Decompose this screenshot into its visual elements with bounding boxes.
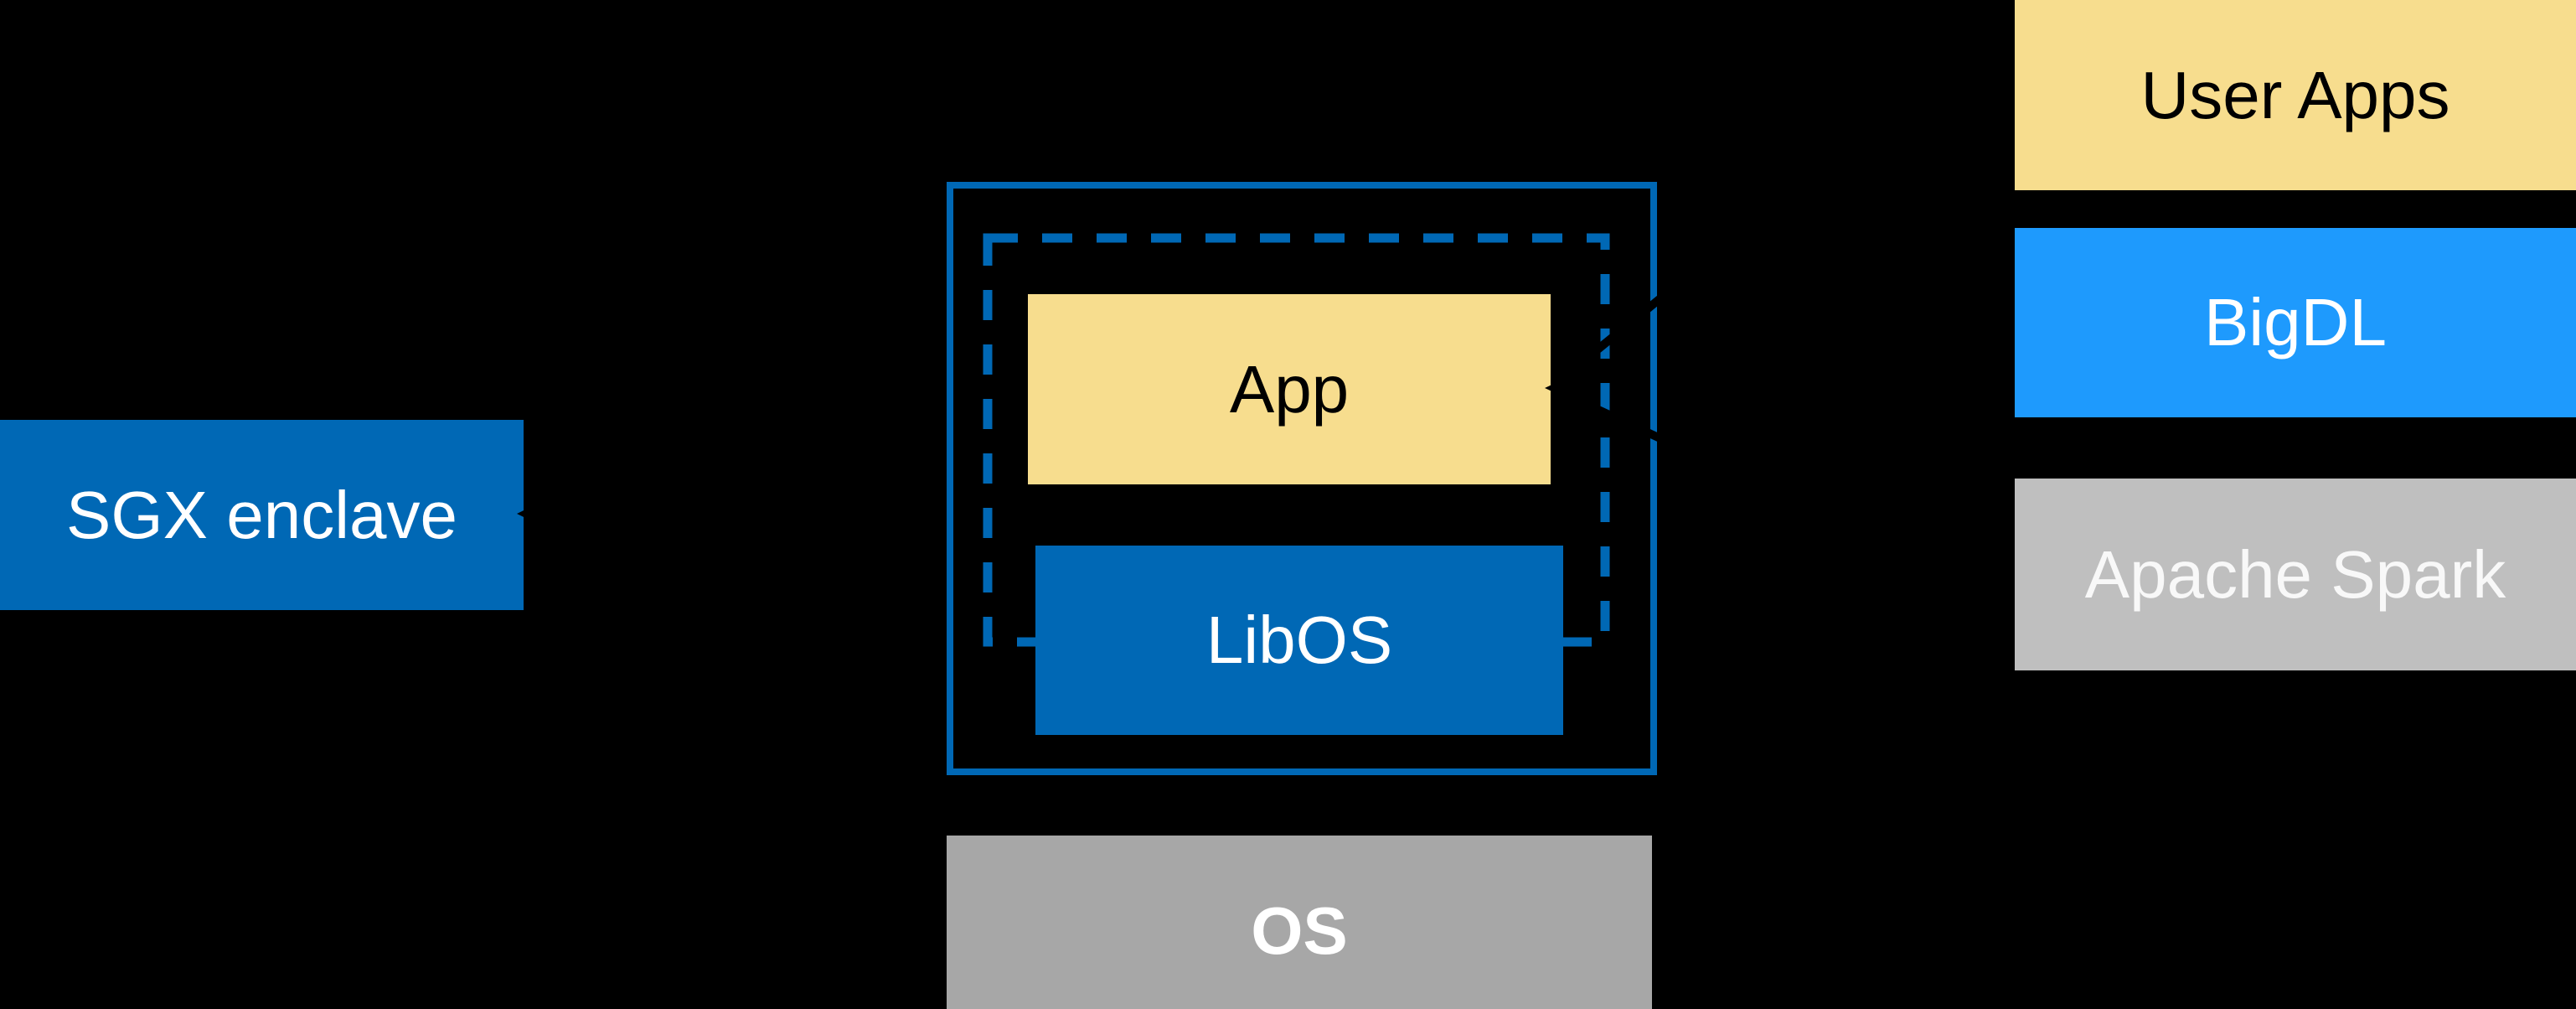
apache-spark-label: Apache Spark: [2084, 536, 2506, 612]
os-label: OS: [1251, 893, 1348, 968]
user-apps-box: User Apps: [2015, 0, 2576, 190]
sgx-enclave-box: SGX enclave: [0, 420, 524, 610]
app-box: App: [1028, 294, 1551, 484]
os-box: OS: [947, 836, 1652, 1009]
apache-spark-box: Apache Spark: [2015, 479, 2576, 670]
enclave-detail-box: [947, 182, 1657, 775]
sgx-enclave-label: SGX enclave: [66, 477, 457, 552]
libos-box: LibOS: [1035, 546, 1563, 735]
bigdl-label: BigDL: [2204, 285, 2387, 360]
app-label: App: [1229, 351, 1350, 427]
user-apps-label: User Apps: [2140, 57, 2450, 132]
bigdl-box: BigDL: [2015, 228, 2576, 417]
libos-label: LibOS: [1205, 603, 1393, 677]
